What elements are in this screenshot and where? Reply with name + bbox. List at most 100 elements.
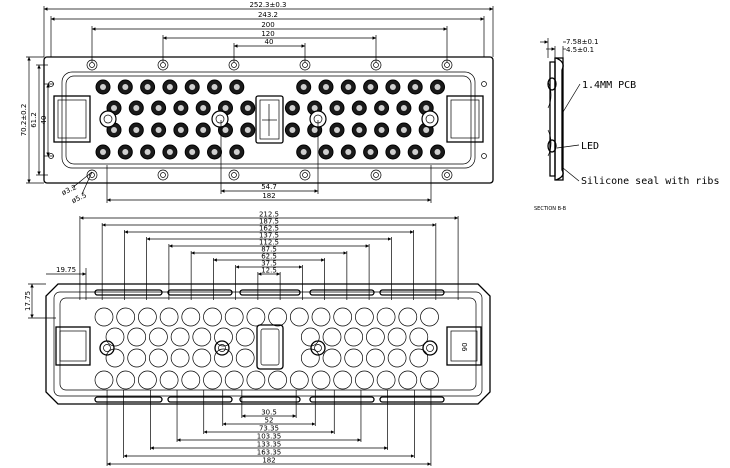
led-center xyxy=(378,127,385,133)
mounting-hole-bore xyxy=(373,62,379,68)
optic-lenses xyxy=(99,110,439,128)
lens xyxy=(149,327,168,347)
seal-rib xyxy=(379,396,445,403)
led-center xyxy=(323,84,329,90)
lens xyxy=(181,370,201,390)
bottom-left-pad xyxy=(55,326,91,366)
mounting-hole xyxy=(228,169,240,181)
optic-lens xyxy=(99,110,117,128)
led-center xyxy=(434,149,441,155)
seal-rib xyxy=(239,396,301,403)
dim-4-5: 4.5±0.1 xyxy=(566,46,594,54)
dim-label: 12.5 xyxy=(261,267,277,275)
lens xyxy=(409,327,429,347)
led-center xyxy=(166,149,173,155)
dim-label: 212.5 xyxy=(259,211,279,219)
led-center xyxy=(389,84,396,90)
lens xyxy=(289,370,309,390)
dim-label: 133.35 xyxy=(257,441,282,449)
top-connector xyxy=(255,95,284,144)
led-center xyxy=(244,105,251,111)
mounting-hole-bore xyxy=(231,172,237,178)
optic-lens xyxy=(421,110,439,128)
dim-label: 73.35 xyxy=(259,425,279,433)
lens xyxy=(322,327,342,347)
lens xyxy=(366,348,385,368)
led-center xyxy=(323,149,329,155)
lens xyxy=(138,307,157,327)
lens-alignment-pin xyxy=(99,340,115,356)
lens xyxy=(192,327,212,347)
lens xyxy=(300,348,320,368)
lens xyxy=(333,307,353,327)
lens xyxy=(192,348,212,368)
seal-rib xyxy=(309,396,375,403)
led-center xyxy=(211,149,218,155)
mounting-hole-bore xyxy=(444,62,450,68)
lens-alignment-pin xyxy=(422,340,438,356)
led-center xyxy=(412,84,419,90)
mounting-hole-bore xyxy=(302,62,308,68)
lens xyxy=(127,348,147,368)
lens xyxy=(235,348,255,368)
mounting-hole xyxy=(441,169,453,181)
section-led xyxy=(547,77,557,91)
led-center xyxy=(100,149,106,155)
dim-243-2: 243.2 xyxy=(258,11,278,19)
led-center xyxy=(122,84,129,90)
lens xyxy=(203,307,222,327)
lens xyxy=(105,327,125,347)
dim-40: 40 xyxy=(265,38,274,46)
led-center xyxy=(356,127,363,133)
lens-alignment-pin-center xyxy=(103,344,111,352)
lens xyxy=(344,327,364,347)
led-center xyxy=(111,127,117,133)
lens xyxy=(235,327,255,347)
dim-40-vertical: 40 xyxy=(40,116,48,125)
seal-ribs xyxy=(94,289,445,403)
top-view: 252.3±0.3 243.2 200 120 40 70.2±0.2 61.2… xyxy=(20,1,494,205)
lens xyxy=(170,327,190,347)
lens xyxy=(355,307,374,327)
lens xyxy=(355,370,374,390)
led-center xyxy=(133,127,140,133)
led-center xyxy=(300,84,307,90)
lens-alignment-pin-center xyxy=(426,344,434,352)
optic-lens xyxy=(211,110,229,128)
dim-120: 120 xyxy=(261,30,274,38)
mounting-hole-bore xyxy=(373,172,379,178)
lens xyxy=(333,370,353,390)
bottom-view: 06 19.75 17.75 212.5187.5162.5137.5112.5… xyxy=(24,211,491,466)
led-center xyxy=(155,127,162,133)
lens xyxy=(159,307,179,327)
section-view: 7.58±0.1 4.5±0.1 1.4MM PCB LED Silicone … xyxy=(534,38,719,212)
lens xyxy=(246,307,266,327)
lens-alignment-pin xyxy=(310,340,326,356)
led-center xyxy=(244,127,251,133)
lens-array xyxy=(94,307,439,390)
led-center xyxy=(367,149,374,155)
led-center xyxy=(189,149,196,155)
lens xyxy=(214,348,233,368)
bottom-inner-outline xyxy=(53,291,483,397)
top-outer-outline xyxy=(43,56,494,184)
led-center xyxy=(356,105,363,111)
lens xyxy=(116,307,136,327)
lens-alignment-pin xyxy=(214,340,230,356)
led-center xyxy=(222,127,229,133)
bottom-connector xyxy=(256,324,284,370)
top-inner-outline xyxy=(61,71,476,169)
dim-252-3: 252.3±0.3 xyxy=(249,1,286,9)
dim-label: 30.5 xyxy=(261,409,277,417)
lens xyxy=(420,370,439,390)
dim-7-58: 7.58±0.1 xyxy=(566,38,599,46)
led-center xyxy=(133,105,140,111)
led-center xyxy=(177,127,184,133)
led-center xyxy=(334,127,340,133)
dim-label: 37.5 xyxy=(261,260,277,268)
seal-rib xyxy=(239,289,301,296)
led-center xyxy=(423,127,430,133)
lens xyxy=(420,307,439,327)
lens xyxy=(159,370,179,390)
